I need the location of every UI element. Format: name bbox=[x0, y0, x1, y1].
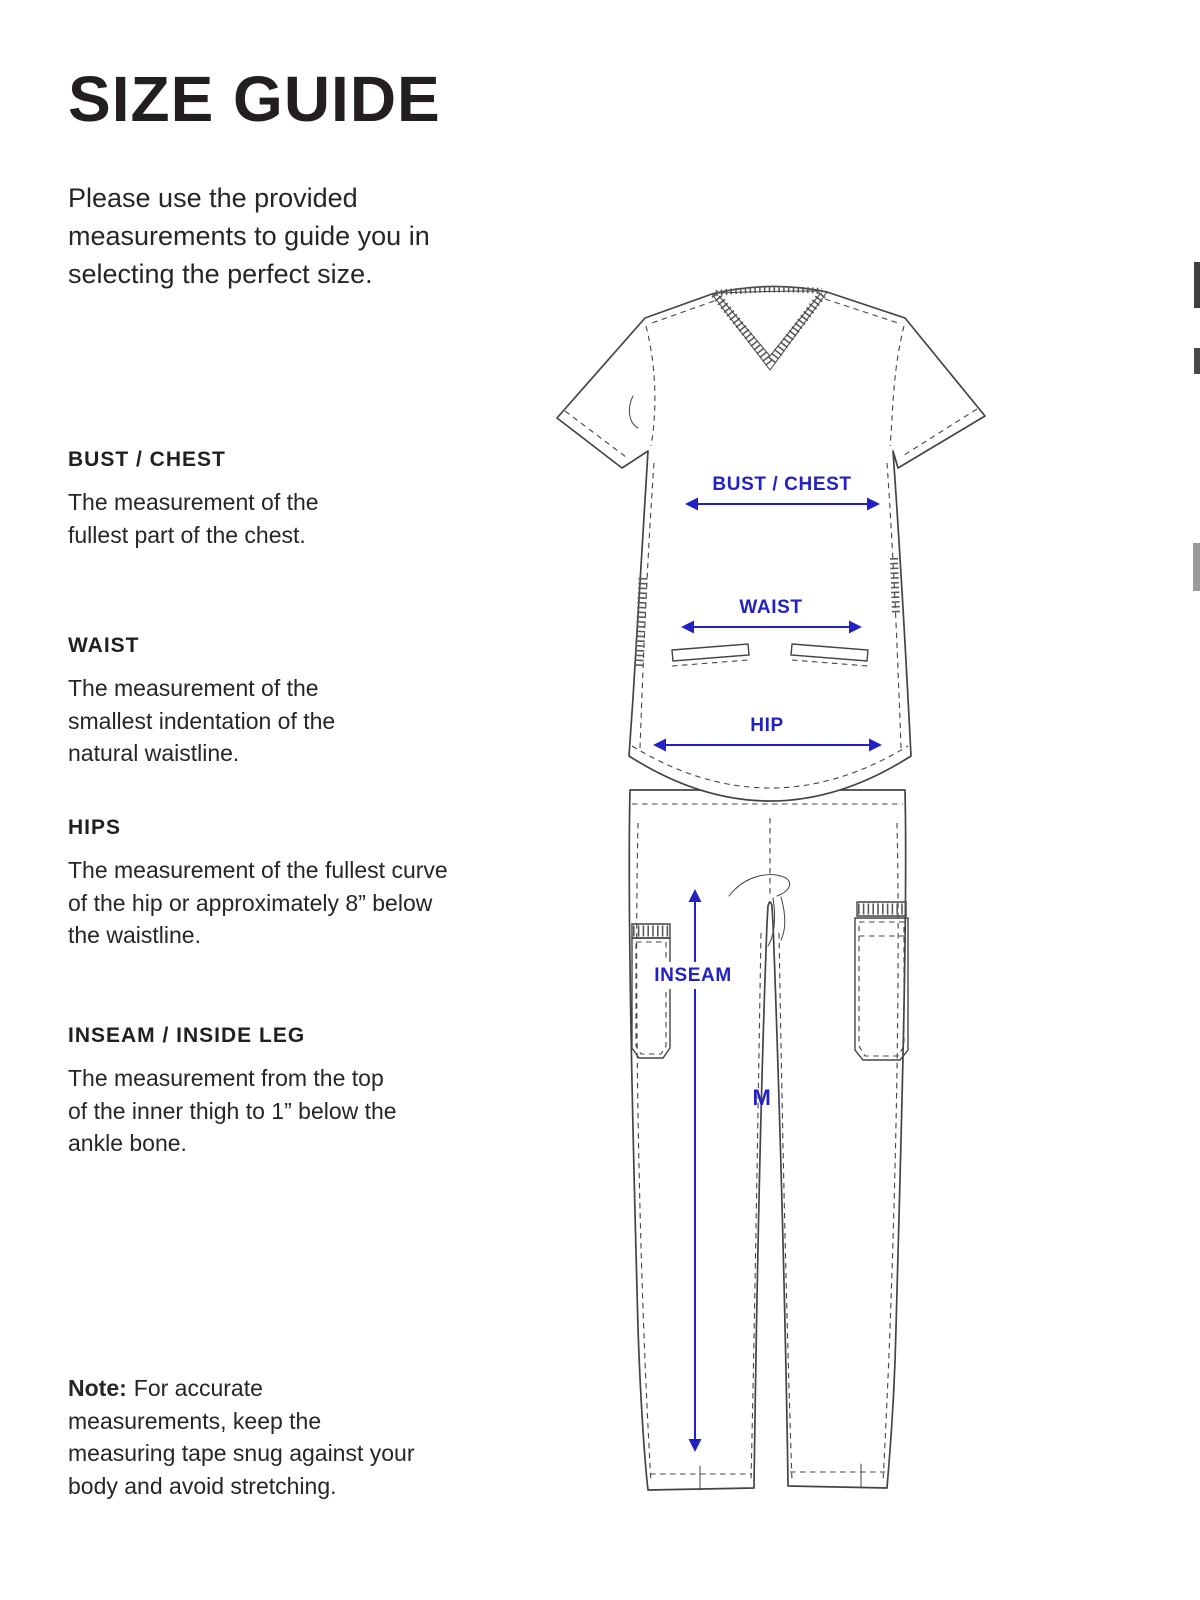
intro-text: Please use the provided measurements to … bbox=[68, 183, 430, 289]
edge-artifact-3 bbox=[1193, 543, 1200, 591]
cargo-pocket-left bbox=[631, 923, 671, 1059]
drawstring bbox=[728, 874, 791, 947]
garment-diagram: BUST / CHEST WAIST HIP INSEAM M bbox=[530, 278, 1000, 1528]
definition-heading-waist: WAIST bbox=[68, 634, 140, 657]
edge-artifact-1 bbox=[1194, 262, 1200, 308]
size-marker-label: M bbox=[753, 1085, 772, 1110]
scrubs-technical-drawing: BUST / CHEST WAIST HIP INSEAM M bbox=[556, 285, 986, 1491]
scrub-top-drawing bbox=[556, 285, 986, 802]
welt-pocket-left bbox=[671, 643, 750, 667]
bust-chest-label: BUST / CHEST bbox=[712, 474, 851, 495]
definition-body-bust: The measurement of the fullest part of t… bbox=[68, 489, 319, 548]
hip-label: HIP bbox=[750, 715, 783, 736]
definition-heading-hips: HIPS bbox=[68, 816, 122, 839]
definition-body-inseam: The measurement from the top of the inne… bbox=[68, 1065, 397, 1157]
measurement-annotations: BUST / CHEST WAIST HIP INSEAM M bbox=[649, 474, 882, 1452]
definition-body-hips: The measurement of the fullest curve of … bbox=[68, 857, 448, 949]
definition-bust-chest: BUST / CHEST The measurement of the full… bbox=[68, 448, 368, 551]
definition-heading-bust: BUST / CHEST bbox=[68, 448, 226, 471]
cargo-pocket-right bbox=[854, 901, 909, 1061]
inseam-label-backdrop bbox=[649, 962, 739, 989]
inseam-label: INSEAM bbox=[654, 965, 732, 986]
scrub-pants-drawing bbox=[628, 789, 909, 1491]
note-label: Note: bbox=[68, 1375, 127, 1401]
definition-inseam: INSEAM / INSIDE LEG The measurement from… bbox=[68, 1024, 408, 1160]
definition-body-waist: The measurement of the smallest indentat… bbox=[68, 675, 336, 767]
definition-heading-inseam: INSEAM / INSIDE LEG bbox=[68, 1024, 306, 1047]
page-title: SIZE GUIDE bbox=[68, 63, 441, 135]
note-text: For accurate measurements, keep the meas… bbox=[68, 1375, 415, 1499]
waist-label: WAIST bbox=[739, 597, 802, 618]
definition-hips: HIPS The measurement of the fullest curv… bbox=[68, 816, 453, 952]
definition-waist: WAIST The measurement of the smallest in… bbox=[68, 634, 378, 770]
measurement-note: Note:For accurate measurements, keep the… bbox=[68, 1372, 418, 1503]
edge-artifact-2 bbox=[1194, 348, 1200, 374]
welt-pocket-right bbox=[790, 643, 869, 667]
v-neck-collar bbox=[711, 286, 828, 371]
